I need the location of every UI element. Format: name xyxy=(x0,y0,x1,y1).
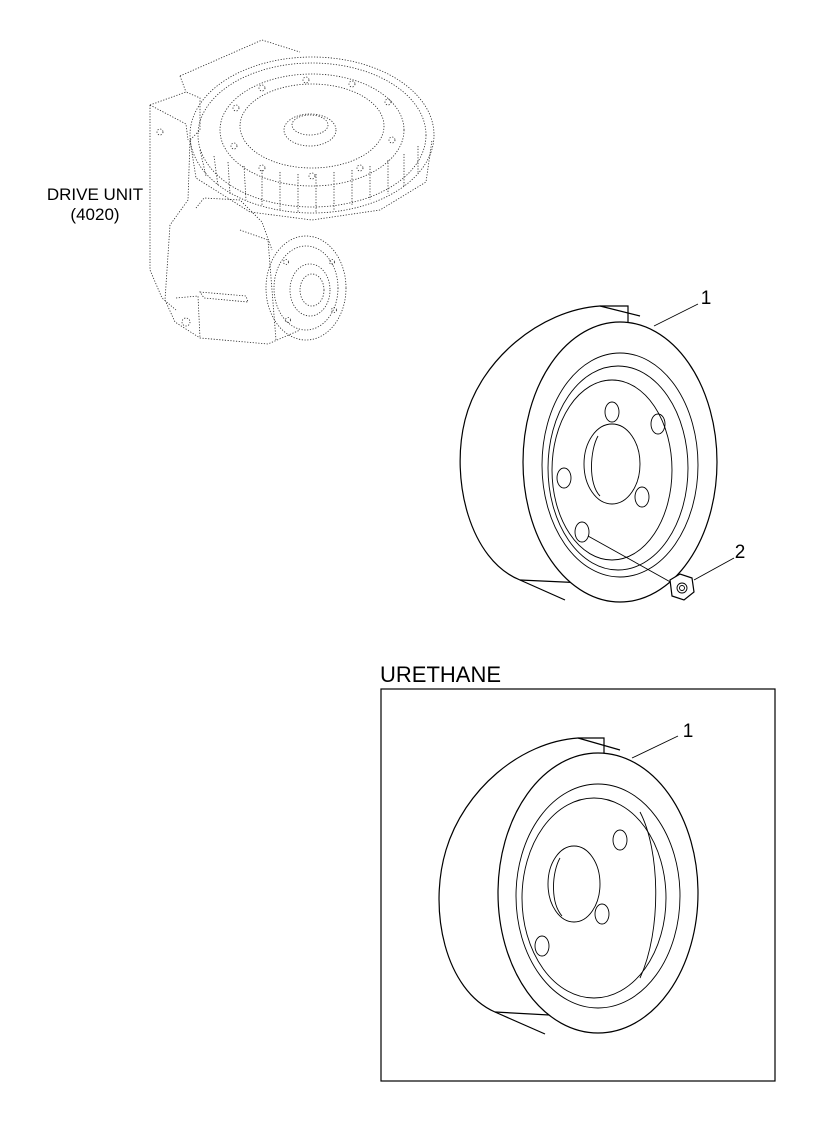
drive-unit-label: DRIVE UNIT xyxy=(47,185,143,204)
urethane-inset-frame xyxy=(380,688,776,1082)
callout-1-leader xyxy=(653,303,699,327)
drive-wheel-illustration xyxy=(459,305,718,603)
urethane-title: URETHANE xyxy=(380,662,501,687)
urethane-wheel-illustration xyxy=(438,737,699,1035)
callout-1-label: 1 xyxy=(701,288,712,309)
lug-nut-illustration xyxy=(587,535,695,601)
drive-unit-number-label: (4020) xyxy=(70,205,119,224)
callout-2-leader xyxy=(693,557,735,581)
callout-1-inset-leader xyxy=(631,735,679,759)
drive-unit-illustration xyxy=(149,39,435,345)
callout-2-label: 2 xyxy=(735,542,746,563)
callout-1-inset-label: 1 xyxy=(683,721,694,742)
